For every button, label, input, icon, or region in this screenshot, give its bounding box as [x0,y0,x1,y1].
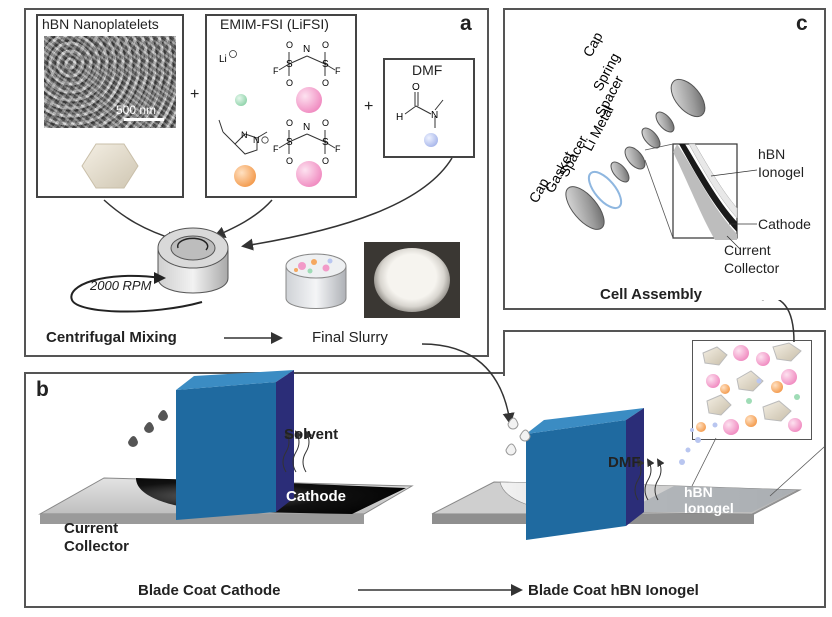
svg-text:Cap: Cap [580,29,606,59]
cathode-label: Cathode [286,488,346,505]
scale-bar-label: 500 nm [116,103,157,117]
svg-text:O: O [322,40,329,50]
blade-coat-ionogel-label: Blade Coat hBN Ionogel [528,582,699,599]
inset-cc-label-2: Collector [724,260,780,276]
rpm-label: 2000 RPM [90,278,152,293]
dmf-structure: O H N [396,82,444,147]
rotation-arrow-icon [70,272,203,313]
hbn-nanoplatelets-title: hBN Nanoplatelets [42,16,159,32]
stack-labels: Cap Spring Spacer Li Metal Spacer Gasket… [526,29,627,205]
scale-bar-line [124,118,164,121]
inset-cathode-label: Cathode [758,216,811,232]
current-collector-label-2: Collector [64,538,130,555]
hbn-hexagon-icon [81,143,139,189]
svg-text:N: N [253,135,260,145]
panel-b-graphics [38,300,826,596]
svg-text:F: F [273,66,279,76]
centrifugal-mixer-icon [157,227,229,294]
coin-cell-exploded-view: Cap Spring Spacer Li Metal Spacer Gasket… [526,29,758,251]
li-label: Li [219,54,227,65]
ionogel-particles [696,342,802,435]
dmf-evap-label: DMF [608,454,641,471]
solvent-label: Solvent [284,426,339,443]
cell-assembly-title: Cell Assembly [600,286,702,303]
emim-fsi-title: EMIM-FSI (LiFSI) [220,16,329,32]
panel-c-letter: c [796,12,808,35]
blade-coat-cathode-label: Blade Coat Cathode [138,582,281,599]
svg-text:H: H [396,112,403,123]
centrifugal-mixing-label: Centrifugal Mixing [46,329,177,346]
svg-text:F: F [273,144,279,154]
current-collector-label-1: Current [64,520,119,537]
svg-text:O: O [322,78,329,88]
svg-text:S: S [322,137,329,148]
svg-text:O: O [322,118,329,128]
svg-text:S: S [286,59,293,70]
svg-text:O: O [322,156,329,166]
svg-text:O: O [286,40,293,50]
svg-text:O: O [286,156,293,166]
panel-a-letter: a [460,12,472,35]
svg-text:N: N [303,44,310,55]
slurry-photo-jar [374,248,450,312]
inset-cc-label-1: Current [724,242,771,258]
svg-text:O: O [286,118,293,128]
inset-hbn-label-2: Ionogel [758,164,804,180]
svg-text:O: O [412,82,420,93]
svg-text:N: N [241,130,248,140]
panel-c [503,8,826,310]
panel-b-letter: b [36,378,49,401]
final-slurry-label: Final Slurry [312,329,388,346]
plus-1: + [190,86,200,103]
sem-texture [44,36,176,128]
svg-text:S: S [286,137,293,148]
svg-text:O: O [286,78,293,88]
svg-text:N: N [303,122,310,133]
hbn-ionogel-label-1: hBN [684,484,713,500]
svg-text:S: S [322,59,329,70]
plus-2: + [364,98,374,115]
emim-fsi-structures: Li S S N O O O O F F N N S S N O O O O F… [218,40,341,187]
dmf-title: DMF [412,62,443,78]
svg-text:F: F [335,66,341,76]
inset-hbn-label-1: hBN [758,146,786,162]
emim-fsi-box [205,14,357,198]
svg-text:F: F [335,144,341,154]
sem-image [44,36,176,128]
svg-text:N: N [431,110,438,121]
hbn-ionogel-label-2: Ionogel [684,500,734,516]
slurry-jar-icon [285,253,347,309]
